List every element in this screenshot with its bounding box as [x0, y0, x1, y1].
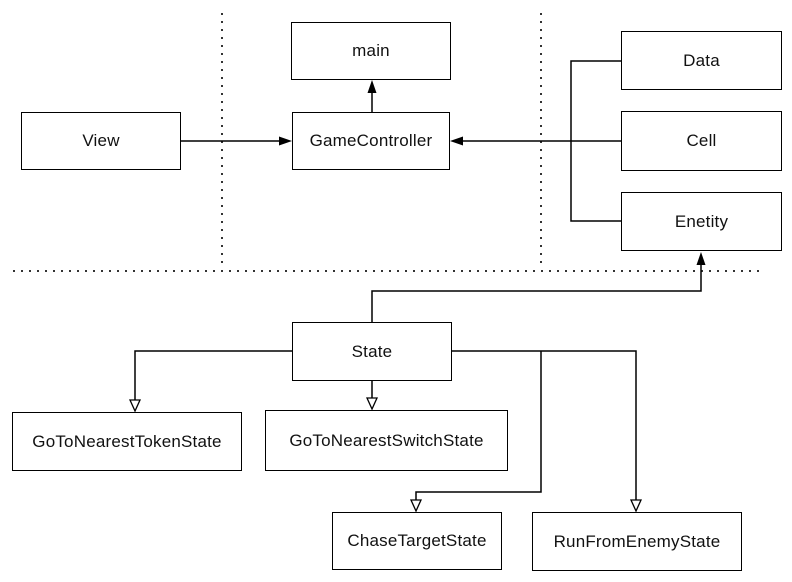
node-chasetargetstate-label: ChaseTargetState: [347, 531, 487, 550]
edge-state-to-enetity: [371, 252, 706, 322]
edge-state-to-run: [452, 350, 643, 513]
node-data: Data: [621, 31, 782, 90]
node-runfromenemystate-label: RunFromEnemyState: [553, 531, 721, 551]
node-data-label: Data: [683, 50, 720, 70]
edge-state-to-chase: [409, 351, 542, 513]
node-chasetargetstate: ChaseTargetState: [332, 512, 502, 570]
edge-group-to-gamecontroller: [450, 60, 621, 222]
node-gamecontroller-label: GameController: [309, 131, 433, 150]
node-cell-label: Cell: [686, 131, 717, 150]
node-gamecontroller: GameController: [292, 112, 450, 170]
edge-state-to-switch: [365, 381, 379, 411]
node-gotonearesttokenstate: GoToNearestTokenState: [12, 412, 242, 471]
node-state-label: State: [351, 341, 393, 361]
edge-gamecontroller-to-main: [367, 80, 377, 112]
node-view: View: [21, 112, 181, 170]
node-gotonearesttokenstate-label: GoToNearestTokenState: [32, 431, 222, 451]
node-runfromenemystate: RunFromEnemyState: [532, 512, 742, 571]
edge-state-to-token: [128, 350, 292, 413]
node-enetity: Enetity: [621, 192, 782, 251]
node-enetity-label: Enetity: [674, 211, 729, 231]
node-gotonearestswitchstate-label: GoToNearestSwitchState: [289, 430, 484, 450]
node-cell: Cell: [621, 111, 782, 171]
node-state: State: [292, 322, 452, 381]
node-main: main: [291, 22, 451, 80]
edge-view-to-gamecontroller: [181, 136, 292, 146]
node-main-label: main: [352, 41, 390, 60]
node-gotonearestswitchstate: GoToNearestSwitchState: [265, 410, 508, 471]
node-view-label: View: [82, 131, 120, 150]
